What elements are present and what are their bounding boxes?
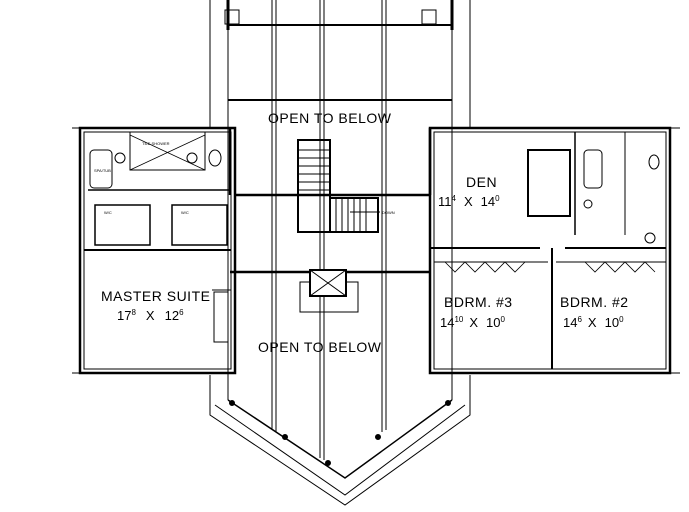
open-to-below-top: OPEN TO BELOW [268, 110, 392, 126]
wic-right-note: W/C [181, 210, 189, 215]
central-deck [209, 0, 471, 506]
bdrm2-label: BDRM. #2 [560, 294, 629, 310]
stair-down-note: DOWN [382, 210, 395, 215]
stairs [297, 139, 380, 233]
open-to-below-bottom: OPEN TO BELOW [258, 339, 382, 355]
wic-left-note: W/C [104, 210, 112, 215]
master-suite-label: MASTER SUITE [101, 288, 210, 304]
shower-note: TILE SHOWER [142, 141, 170, 146]
right-wing [428, 126, 680, 375]
left-wing [72, 126, 237, 375]
tub-note: SPA/TUB [94, 168, 111, 173]
bdrm3-label: BDRM. #3 [444, 294, 513, 310]
chimney [299, 269, 359, 313]
den-label: DEN [466, 174, 497, 190]
